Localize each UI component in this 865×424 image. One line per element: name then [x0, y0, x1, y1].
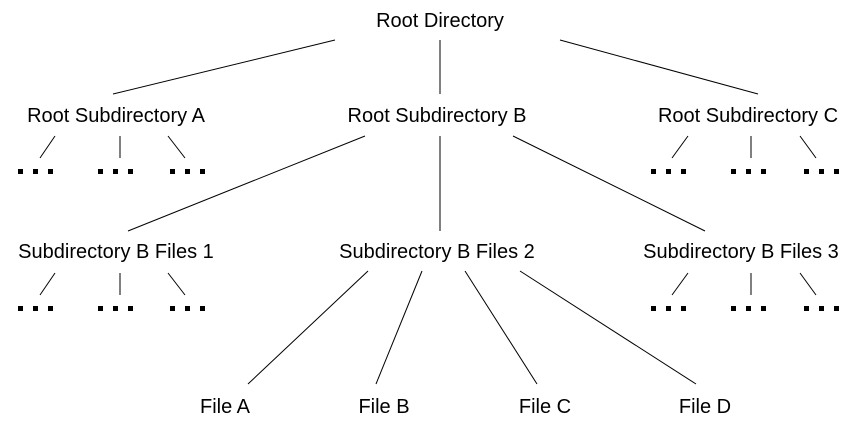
stub-line	[671, 135, 689, 159]
edge-root-to-subdir-c	[559, 39, 759, 95]
edge-files-2-to-file-a	[247, 270, 369, 385]
node-root-subdirectory-a: Root Subdirectory A	[27, 105, 206, 127]
stub-line	[799, 272, 817, 296]
edge-files-2-to-file-d	[519, 270, 697, 385]
node-file-a: File A	[200, 396, 251, 418]
ellipsis-dots	[18, 306, 53, 311]
root-edges	[112, 39, 759, 95]
ellipsis-group-subdir-a	[18, 135, 205, 174]
stub-line	[39, 272, 56, 296]
edge-subdir-b-to-files-3	[512, 135, 706, 232]
node-file-c: File C	[519, 396, 571, 418]
ellipsis-group-files-1	[18, 272, 205, 311]
ellipsis-dots	[170, 306, 205, 311]
ellipsis-dots	[651, 169, 686, 174]
stub-line	[167, 272, 186, 296]
node-subdirectory-b-files-3: Subdirectory B Files 3	[643, 241, 839, 263]
node-file-d: File D	[679, 396, 731, 418]
edge-subdir-b-to-files-1	[127, 135, 366, 232]
ellipsis-dots	[18, 169, 53, 174]
stub-line	[671, 272, 689, 296]
subdir-b-edges	[127, 135, 706, 232]
edge-files-2-to-file-c	[464, 270, 538, 385]
ellipsis-dots	[731, 306, 766, 311]
ellipsis-dots	[804, 169, 839, 174]
node-subdirectory-b-files-1: Subdirectory B Files 1	[18, 241, 214, 263]
node-file-b: File B	[358, 396, 409, 418]
node-subdirectory-b-files-2: Subdirectory B Files 2	[339, 241, 535, 263]
ellipsis-dots	[98, 169, 133, 174]
node-root-subdirectory-b: Root Subdirectory B	[348, 105, 527, 127]
edge-root-to-subdir-a	[112, 39, 336, 95]
files-2-edges	[247, 270, 697, 385]
ellipsis-dots	[804, 306, 839, 311]
edge-files-2-to-file-b	[375, 270, 423, 385]
ellipsis-dots	[98, 306, 133, 311]
ellipsis-group-files-3	[651, 272, 839, 311]
node-root-subdirectory-c: Root Subdirectory C	[658, 105, 838, 127]
ellipsis-dots	[651, 306, 686, 311]
node-root-directory: Root Directory	[376, 10, 504, 32]
stub-line	[799, 135, 817, 159]
ellipsis-group-subdir-c	[651, 135, 839, 174]
ellipsis-dots	[170, 169, 205, 174]
stub-line	[167, 135, 186, 159]
stub-line	[39, 135, 56, 159]
ellipsis-dots	[731, 169, 766, 174]
